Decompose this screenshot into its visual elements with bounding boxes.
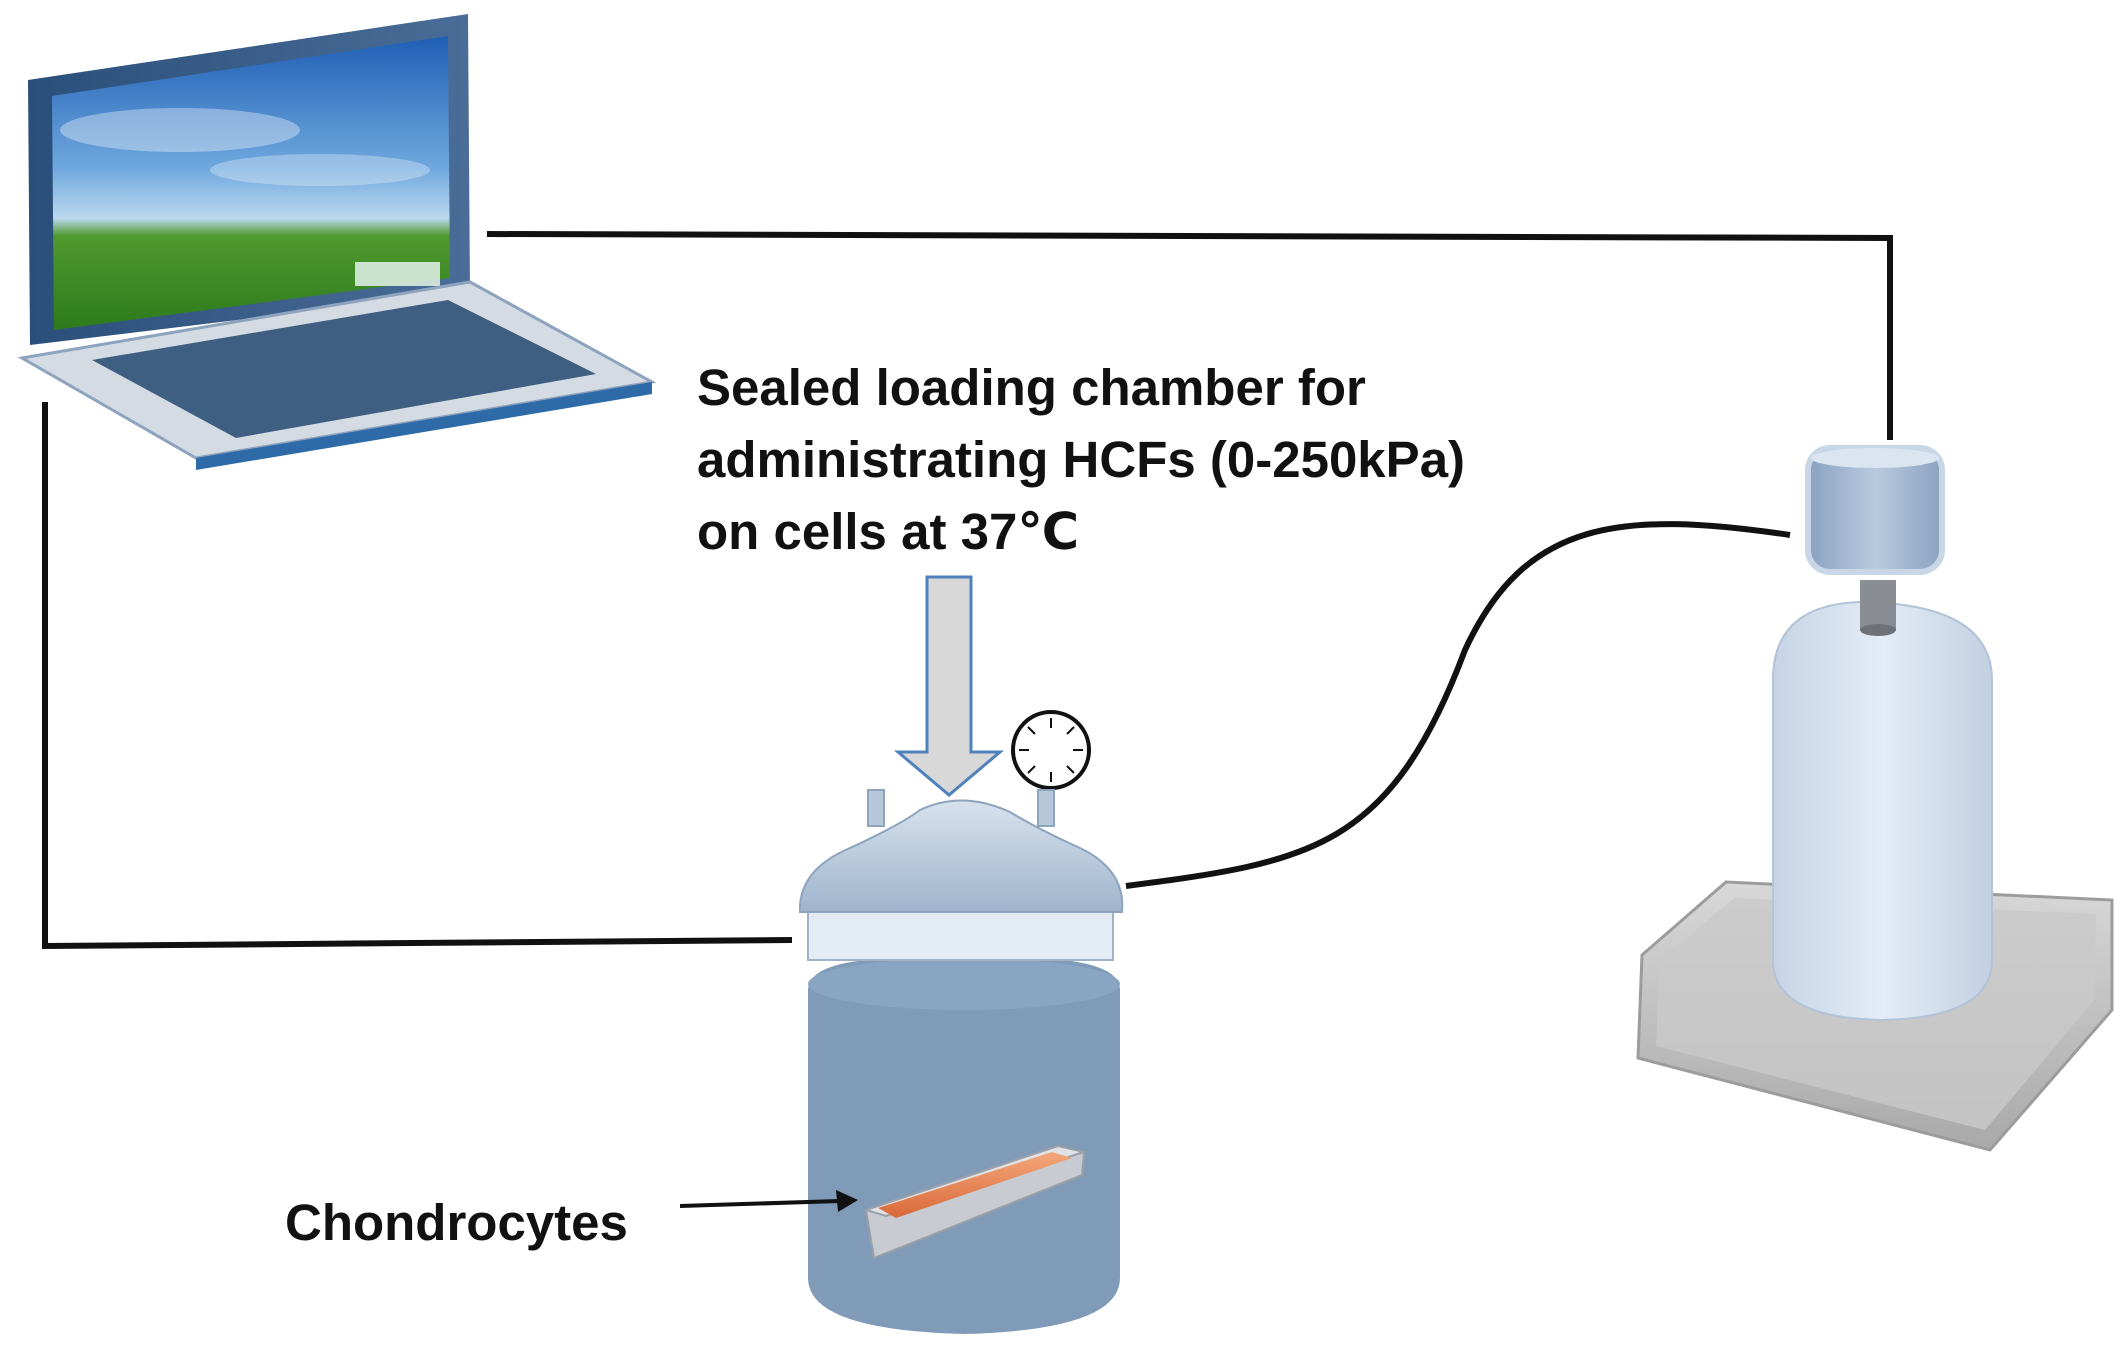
screen-logo-badge: [355, 262, 440, 286]
pump-shaft: [1860, 580, 1896, 630]
loading-chamber: [798, 789, 1124, 1334]
laptop-to-chamber-cable: [42, 402, 793, 950]
laptop-screen: [52, 36, 450, 330]
connection-wires: [42, 231, 1893, 950]
lid-valve-right: [1037, 789, 1055, 827]
lid-valve-left: [867, 789, 885, 827]
pressure-gauge-icon: [1011, 710, 1091, 790]
culture-dish: [862, 1144, 1088, 1260]
chondrocyte-layer: [878, 1152, 1072, 1218]
laptop-keyboard-area: [92, 300, 596, 438]
chamber-description-label: Sealed loading chamber for administratin…: [697, 352, 1465, 568]
chamber-label-line-2: administrating HCFs (0-250kPa): [697, 431, 1466, 488]
chamber-label-line-3: on cells at 37℃: [697, 503, 1080, 560]
pump-cylinder: [1772, 600, 1993, 1022]
chamber-lid-band: [807, 909, 1114, 961]
cells-pointer-arrow: [679, 1190, 858, 1212]
chondrocytes-label: Chondrocytes: [285, 1194, 628, 1251]
pump-to-chamber-hose: [1125, 521, 1791, 889]
down-arrow: [893, 575, 1005, 797]
chamber-label-line-1: Sealed loading chamber for: [697, 359, 1366, 416]
pressure-pump: [1636, 445, 2114, 1152]
laptop-to-pump-cable: [486, 231, 1893, 440]
chamber-body: [808, 958, 1120, 1334]
chamber-lid: [798, 799, 1124, 913]
laptop: [17, 14, 657, 470]
